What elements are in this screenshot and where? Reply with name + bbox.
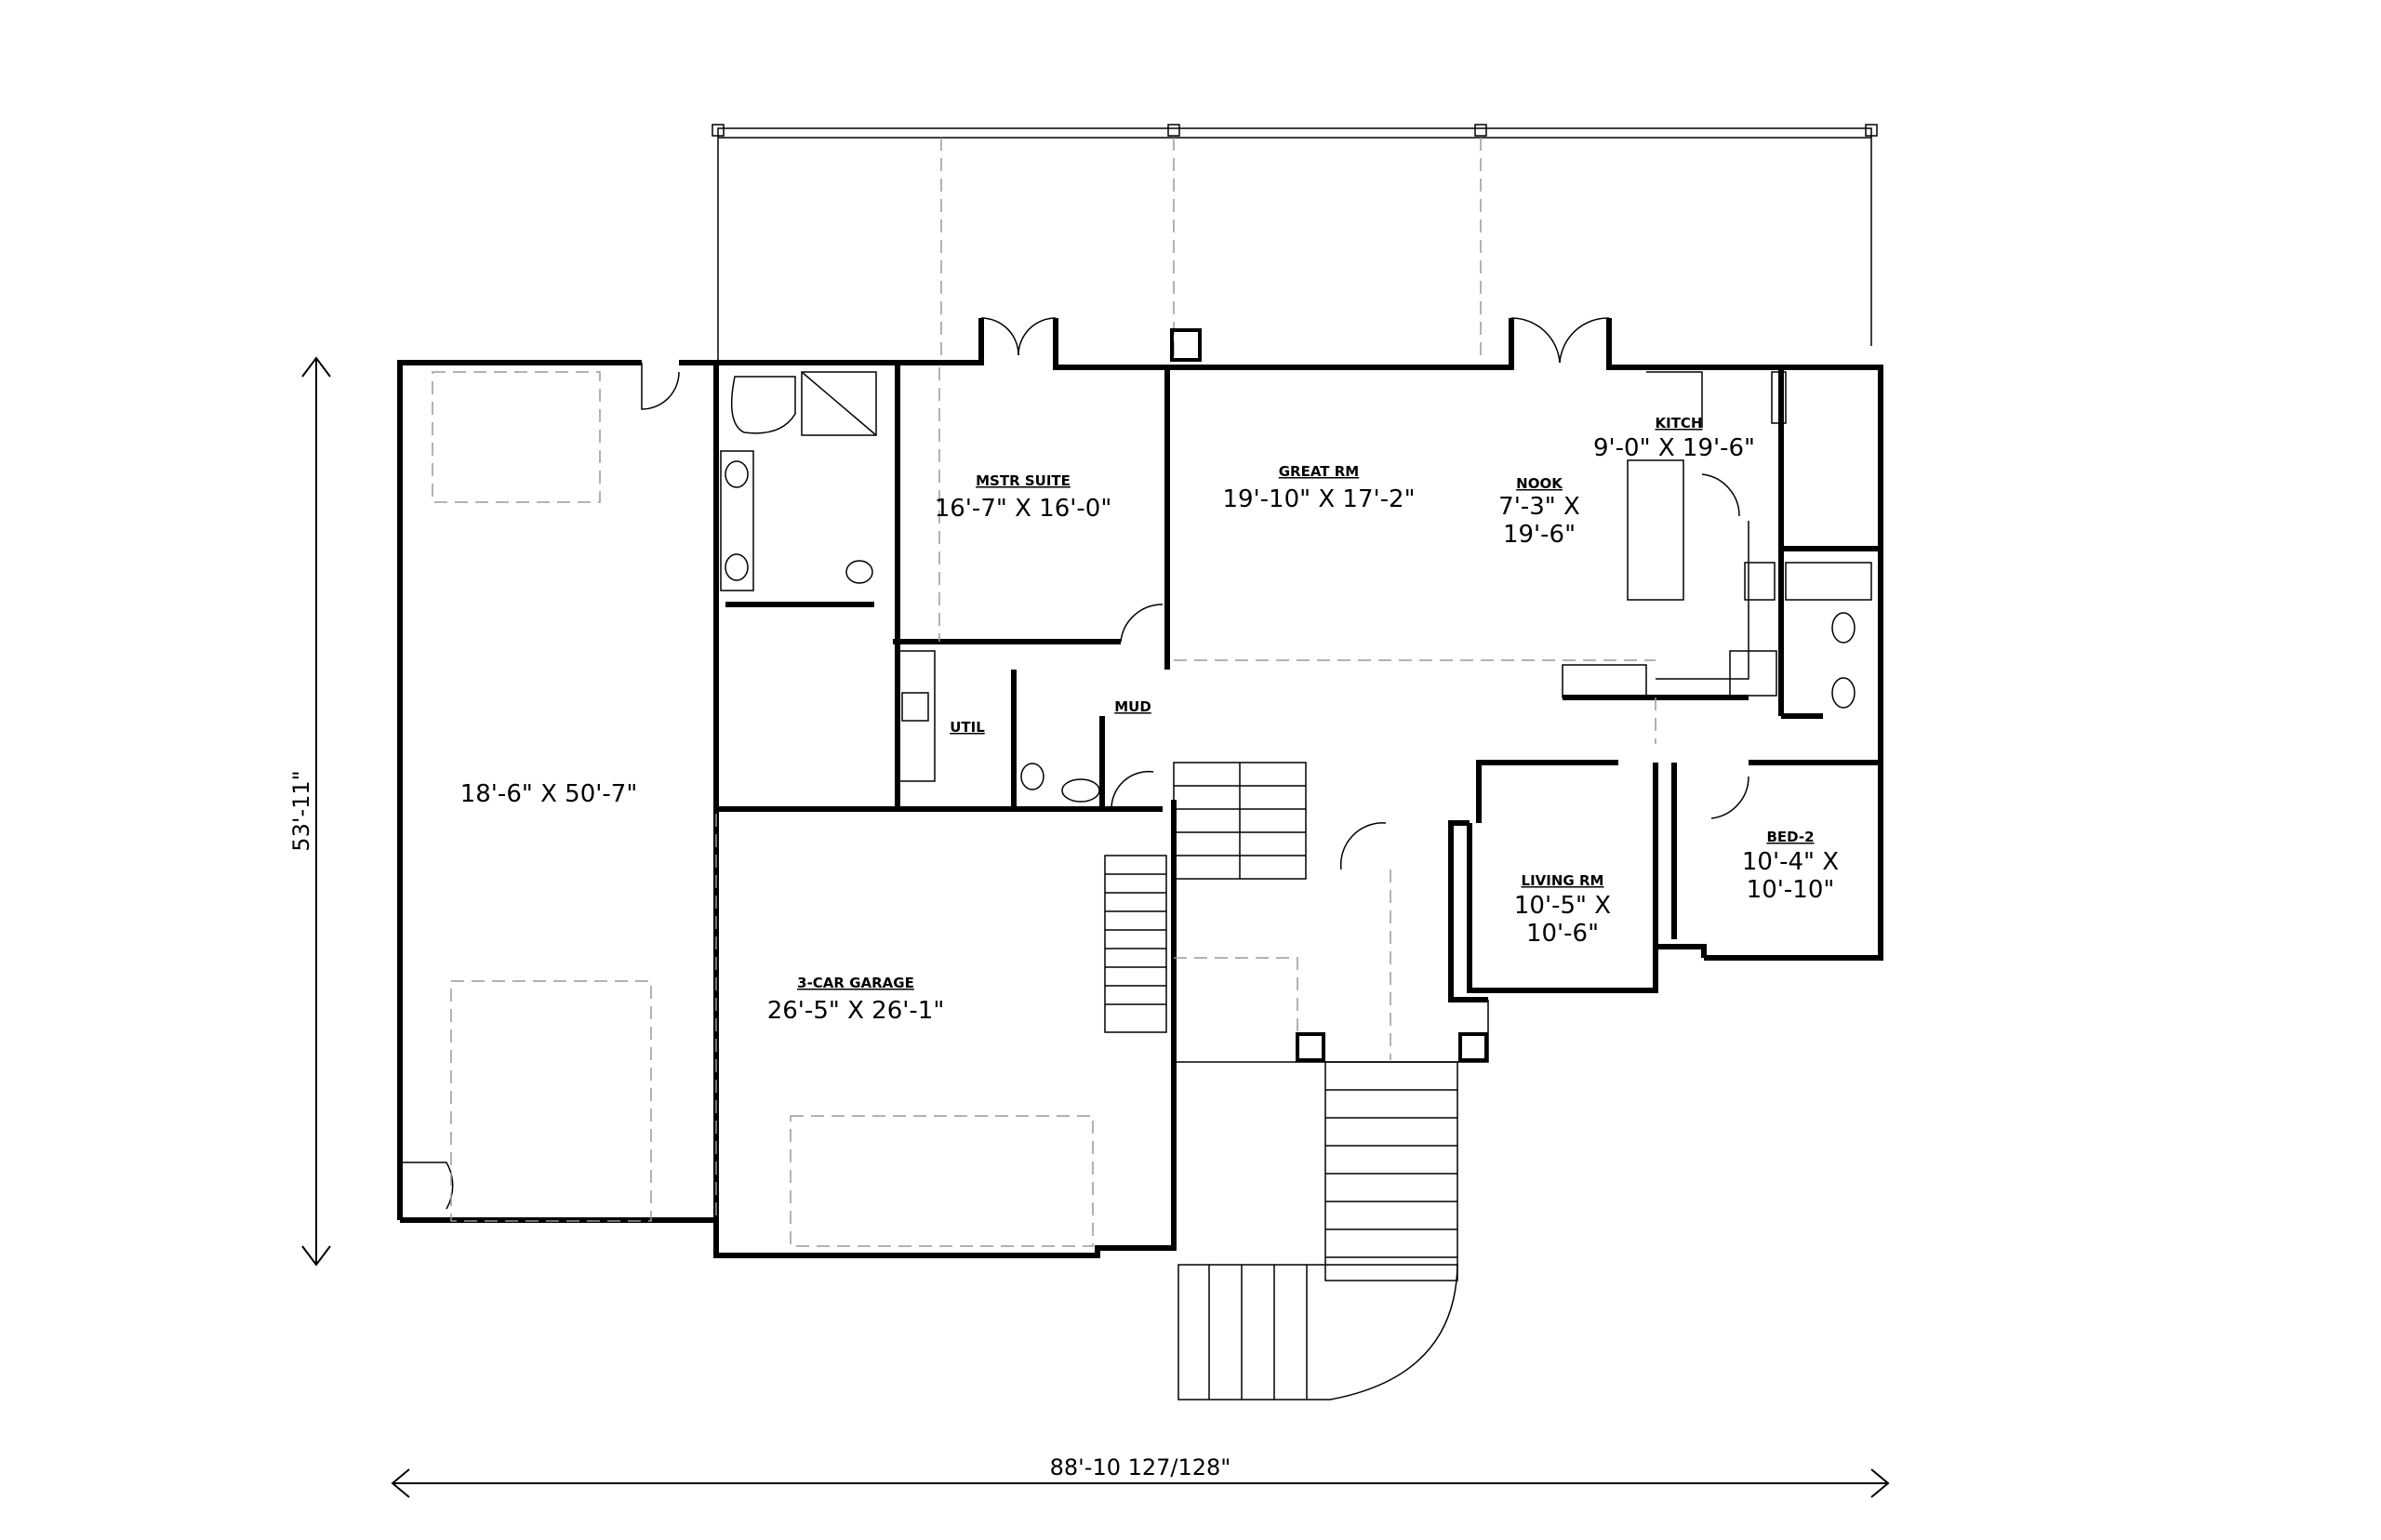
util-title: UTIL xyxy=(950,719,985,736)
overall-depth-label: 53'-11" xyxy=(288,770,314,851)
rv-garage-dims: 18'-6" X 50'-7" xyxy=(460,780,638,808)
living-rm-dims-line2: 10'-6" xyxy=(1526,920,1599,948)
mud-title: MUD xyxy=(1114,698,1151,715)
stairs xyxy=(1104,762,1458,1401)
bed2-title: BED-2 xyxy=(1766,829,1814,845)
mstr-suite-dims: 16'-7" X 16'-0" xyxy=(935,495,1112,523)
kitch-title: KITCH xyxy=(1656,415,1703,431)
covered-patio xyxy=(712,124,1878,363)
great-rm-title: GREAT RM xyxy=(1279,463,1359,480)
living-rm-dims-line1: 10'-5" X xyxy=(1514,892,1611,920)
bed2-dims-line1: 10'-4" X xyxy=(1742,848,1839,876)
overall-dimensions xyxy=(301,356,1890,1498)
garage-title: 3-CAR GARAGE xyxy=(797,975,914,991)
exterior-walls xyxy=(397,318,1883,1258)
bed2-dims-line2: 10'-10" xyxy=(1747,876,1835,904)
mstr-suite-title: MSTR SUITE xyxy=(976,472,1071,489)
overall-width-label: 88'-10 127/128" xyxy=(1050,1454,1231,1480)
nook-dims-line1: 7'-3" X xyxy=(1498,493,1580,521)
great-rm-dims: 19'-10" X 17'-2" xyxy=(1222,485,1415,513)
kitch-dims: 9'-0" X 19'-6" xyxy=(1593,434,1755,462)
doors xyxy=(400,317,1749,1210)
dashed-guides xyxy=(432,367,1656,1247)
room-labels: MSTR SUITE 16'-7" X 16'-0" GREAT RM 19'-… xyxy=(288,415,1839,1480)
nook-title: NOOK xyxy=(1516,475,1563,492)
nook-dims-line2: 19'-6" xyxy=(1503,521,1576,549)
front-porch xyxy=(1173,870,1489,1063)
garage-dims: 26'-5" X 26'-1" xyxy=(767,997,945,1025)
fixtures xyxy=(720,371,1872,803)
living-rm-title: LIVING RM xyxy=(1522,872,1604,889)
